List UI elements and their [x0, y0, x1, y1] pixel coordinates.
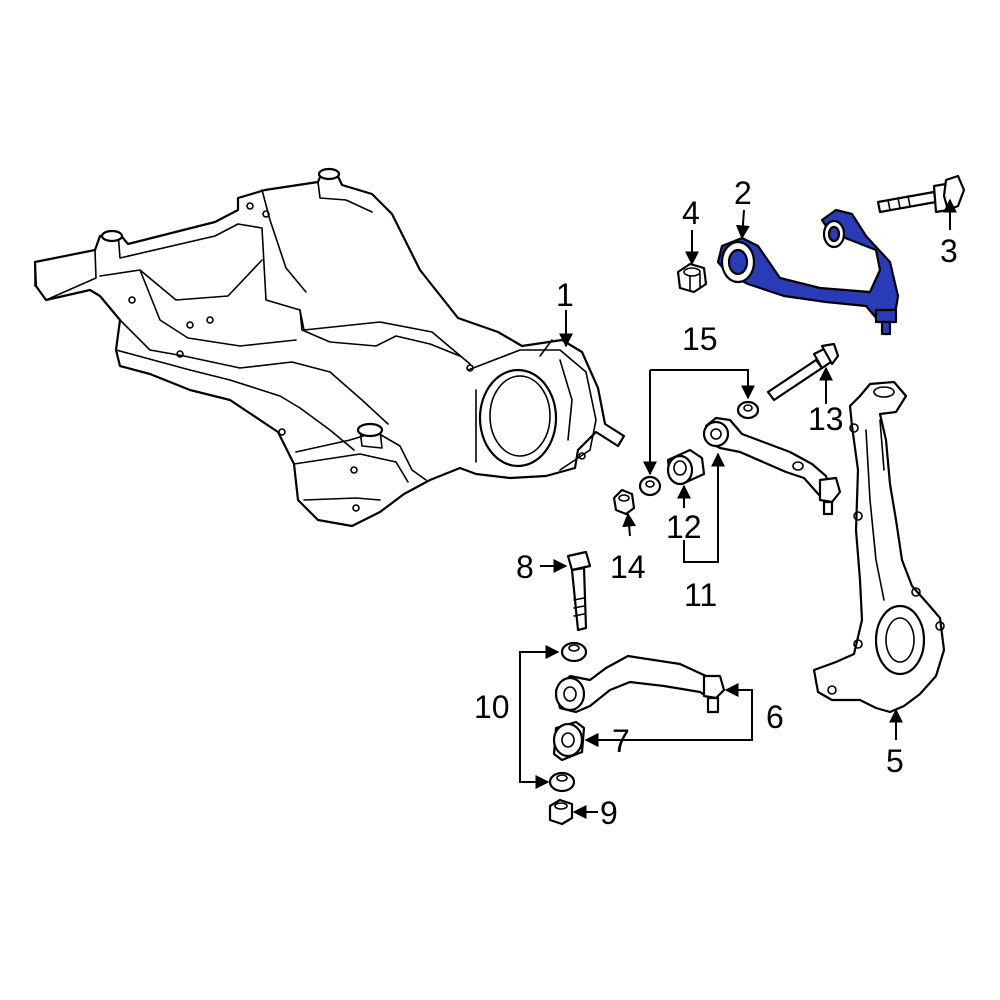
- nut-part-9[interactable]: [548, 798, 574, 826]
- washer-part-10-lower[interactable]: [548, 771, 576, 793]
- washer-part-15-lower[interactable]: [638, 475, 662, 497]
- callout-labels: 1 2 3 4 5 6 7 8 9 10 11 12 13 14 15: [474, 175, 958, 831]
- upper-control-arm-part-2[interactable]: [716, 208, 900, 336]
- bushing-part-12[interactable]: [666, 448, 706, 486]
- callout-8[interactable]: 8: [516, 549, 534, 585]
- washer-part-15-upper[interactable]: [736, 400, 760, 420]
- washer-part-10-upper[interactable]: [560, 641, 588, 663]
- arm-part-11[interactable]: [702, 416, 842, 516]
- callout-6[interactable]: 6: [766, 699, 784, 735]
- knuckle-part-5[interactable]: [812, 380, 946, 714]
- bushing-part-7[interactable]: [552, 720, 586, 762]
- callout-4[interactable]: 4: [682, 195, 700, 231]
- callout-10[interactable]: 10: [474, 689, 510, 725]
- bolt-part-8[interactable]: [566, 550, 592, 632]
- subframe-part-1[interactable]: [33, 167, 626, 528]
- leader-lines: [519, 198, 957, 819]
- callout-15[interactable]: 15: [682, 321, 718, 357]
- callout-12[interactable]: 12: [666, 509, 702, 545]
- callout-5[interactable]: 5: [886, 743, 904, 779]
- callout-14[interactable]: 14: [610, 549, 646, 585]
- nut-part-14[interactable]: [612, 488, 636, 516]
- nut-part-4[interactable]: [676, 262, 708, 294]
- callout-9[interactable]: 9: [600, 795, 618, 831]
- callout-7[interactable]: 7: [612, 723, 630, 759]
- lower-arm-part-6[interactable]: [554, 654, 726, 714]
- callout-11[interactable]: 11: [684, 577, 717, 613]
- callout-1[interactable]: 1: [556, 277, 574, 313]
- bolt-part-13[interactable]: [766, 342, 840, 402]
- callout-13[interactable]: 13: [808, 401, 844, 437]
- callout-2[interactable]: 2: [734, 175, 752, 211]
- bolt-part-3[interactable]: [876, 174, 966, 214]
- callout-3[interactable]: 3: [940, 233, 958, 269]
